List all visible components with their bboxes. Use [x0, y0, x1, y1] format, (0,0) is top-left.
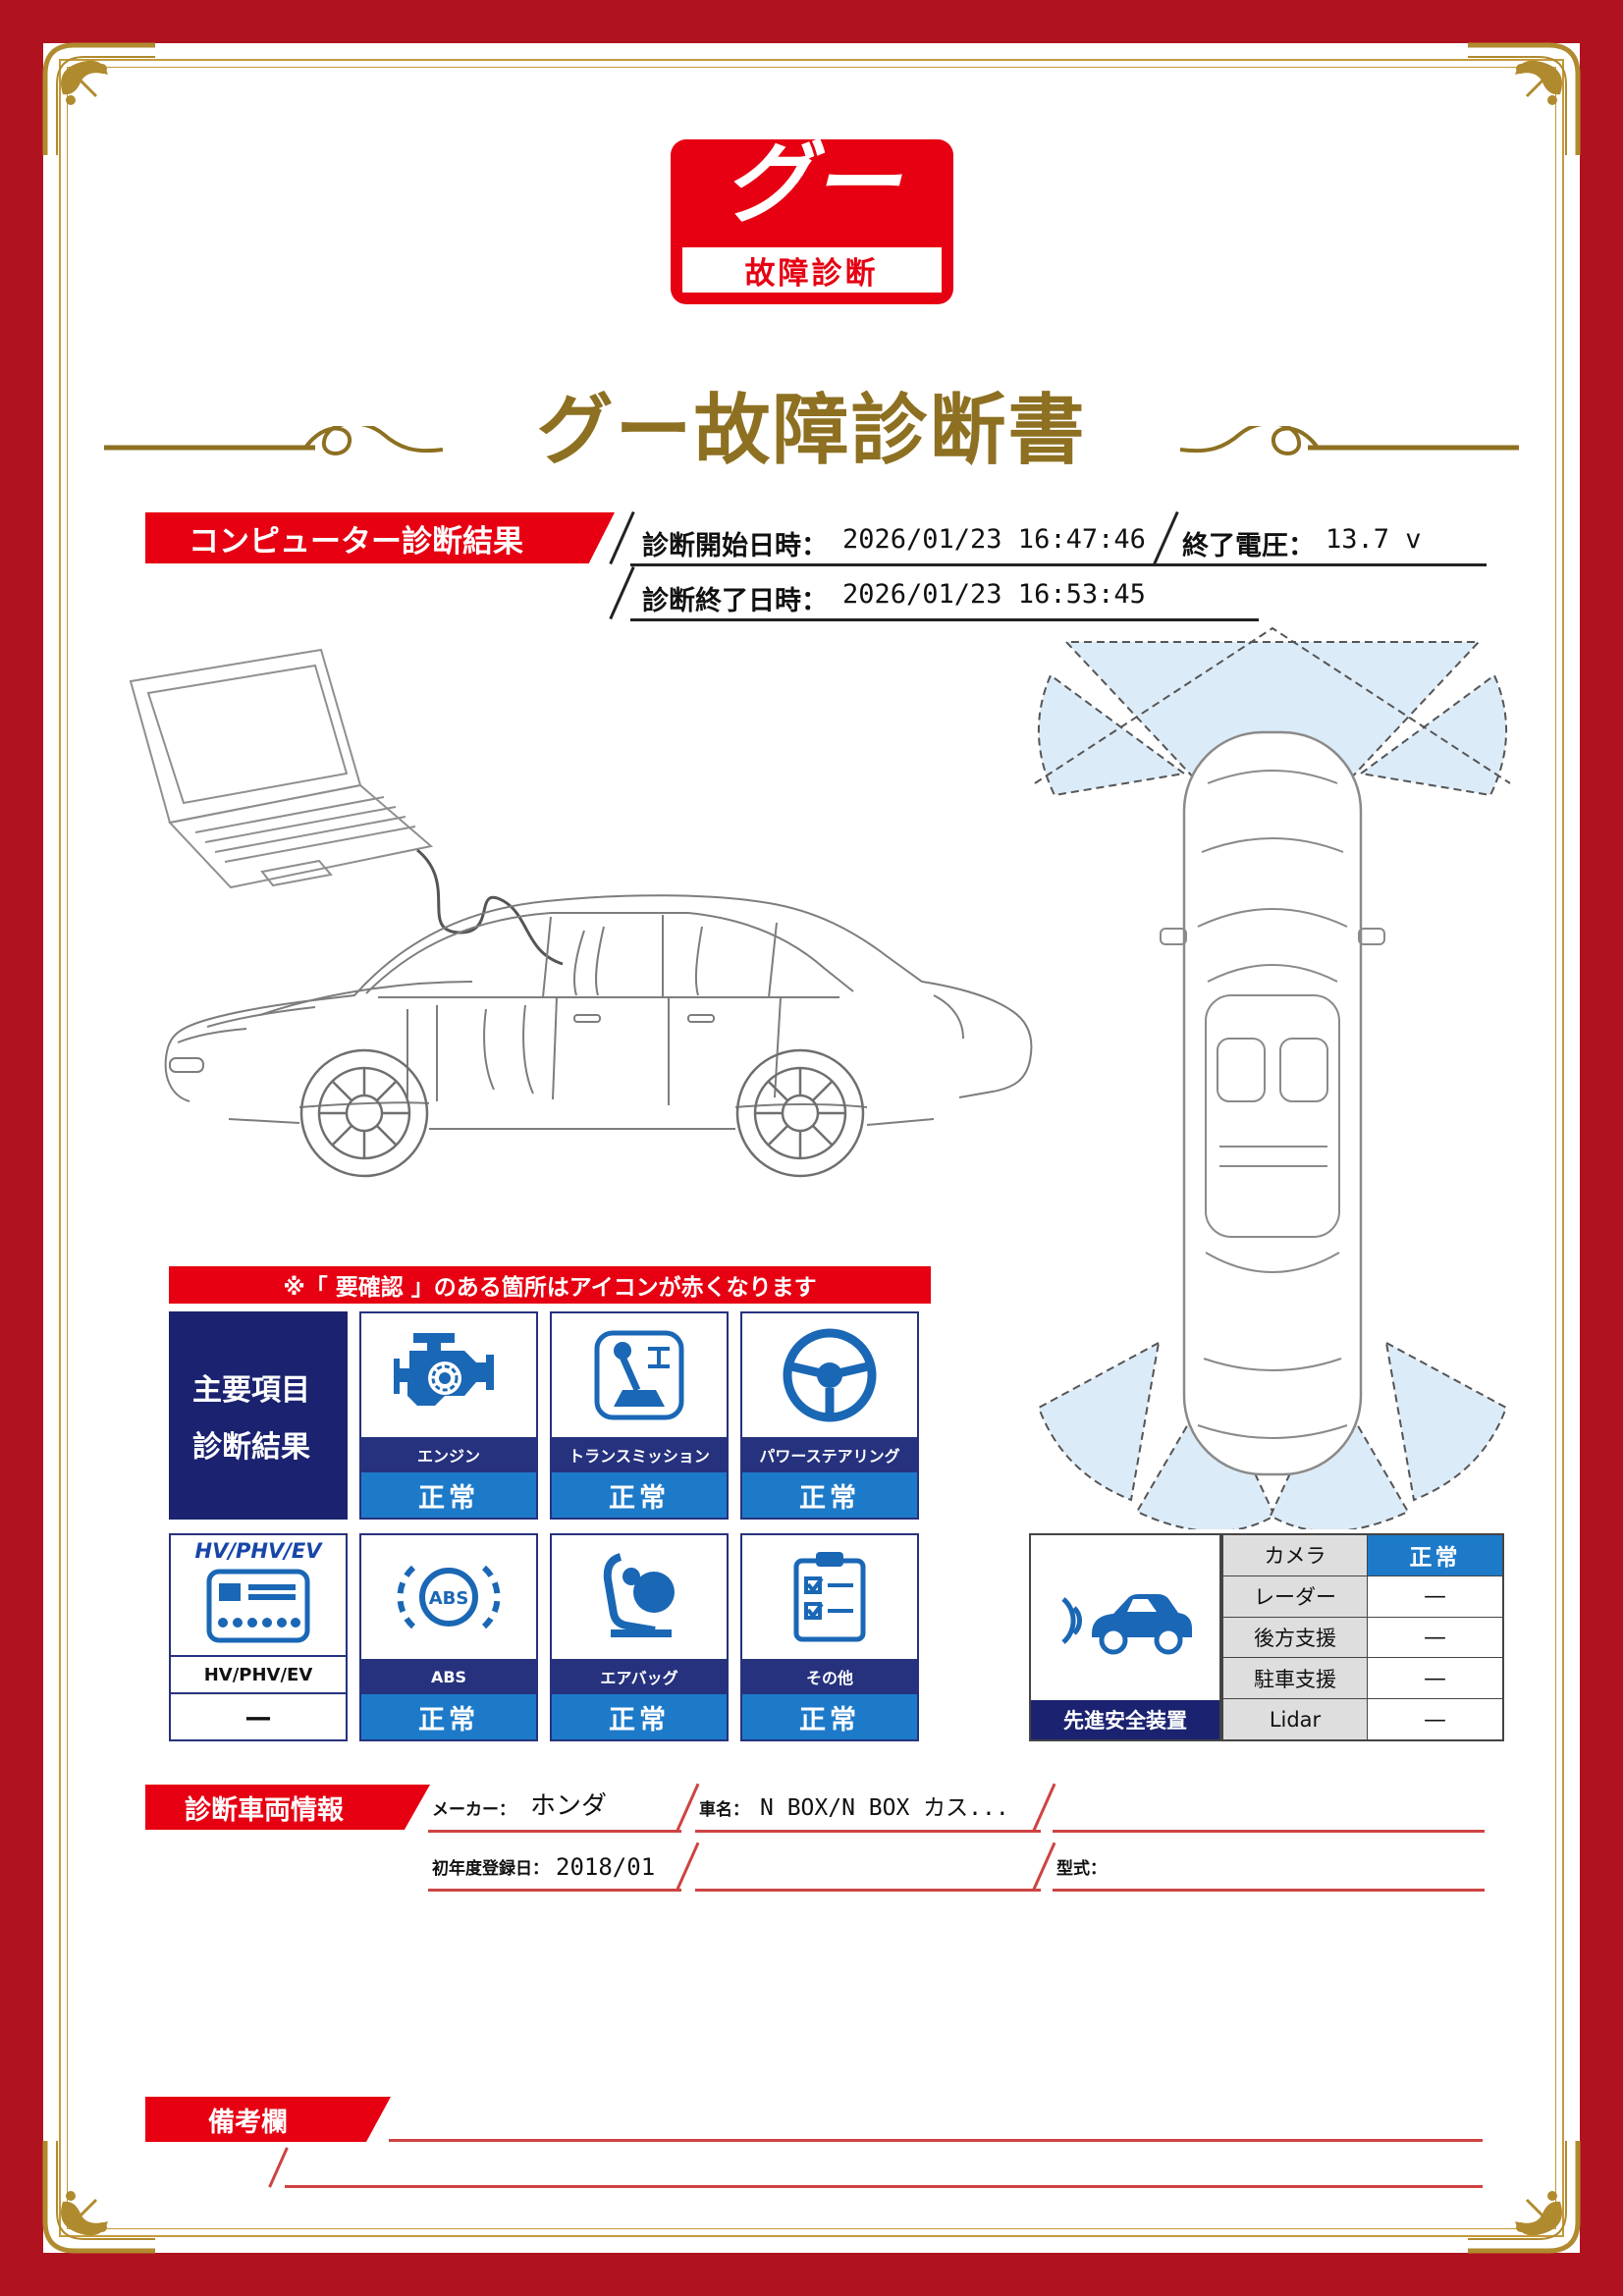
advanced-safety-table: カメラ 正常 レーダー — 後方支援 — 駐車支援 — Lidar — — [1221, 1533, 1504, 1741]
result-box-engine: エンジン 正常 — [359, 1311, 538, 1520]
car-top-view-illustration — [1011, 616, 1534, 1533]
result-status: 正常 — [361, 1694, 536, 1739]
result-box-transmission: トランスミッション 正常 — [550, 1311, 729, 1520]
car-name-label: 車名： — [699, 1800, 749, 1820]
end-voltage-label: 終了電圧： — [1182, 531, 1315, 561]
engine-icon — [361, 1313, 536, 1437]
result-box-other: その他 正常 — [740, 1533, 919, 1741]
computer-diagnosis-banner: コンピューター診断結果 — [145, 512, 615, 563]
car-side-illustration — [113, 636, 1036, 1258]
car-name-value: N BOX/N BOX カス... — [760, 1795, 1009, 1821]
safety-row-label: 駐車支援 — [1223, 1658, 1368, 1699]
hv-phv-ev-icon: HV/PHV/EV — [171, 1535, 346, 1655]
table-row: 後方支援 — — [1223, 1616, 1502, 1658]
gold-frame-outer — [59, 59, 1564, 2237]
safety-row-label: レーダー — [1223, 1575, 1368, 1617]
gold-frame-inner — [67, 67, 1556, 2229]
result-status: — — [171, 1692, 346, 1739]
diagnosis-start-label: 診断開始日時： — [642, 531, 828, 561]
safety-row-value: — — [1424, 1583, 1446, 1610]
airbag-icon — [552, 1535, 727, 1659]
first-registration-field: 初年度登録日： 2018/01 — [428, 1843, 681, 1892]
result-label: HV/PHV/EV — [171, 1655, 346, 1692]
title-flourish-icon — [1179, 421, 1519, 469]
page-title: グー故障診断書 — [536, 387, 1087, 475]
main-results-header: 主要項目 診断結果 — [169, 1311, 348, 1520]
safety-row-value: — — [1424, 1624, 1446, 1650]
result-status: 正常 — [552, 1694, 727, 1739]
advanced-safety-caption: 先進安全装置 — [1031, 1700, 1219, 1739]
first-registration-value: 2018/01 — [556, 1853, 656, 1881]
safety-row-value: 正常 — [1368, 1535, 1502, 1575]
abs-icon-text: ABS — [429, 1588, 469, 1609]
diagnosis-start-row: 診断開始日時： 2026/01/23 16:47:46 終了電圧： 13.7 v — [630, 512, 1487, 566]
result-box-airbag: エアバッグ 正常 — [550, 1533, 729, 1741]
remarks-banner: 備考欄 — [145, 2097, 391, 2142]
model-code-label: 型式： — [1056, 1859, 1107, 1879]
safety-row-value: — — [1424, 1706, 1446, 1733]
safety-row-label: カメラ — [1223, 1535, 1368, 1575]
end-voltage-value: 13.7 v — [1325, 524, 1422, 555]
safety-row-label: 後方支援 — [1223, 1617, 1368, 1658]
goo-logo-text: グー — [723, 133, 900, 236]
goo-logo: グー 故障診断 — [670, 133, 953, 304]
remarks-line — [285, 2185, 1483, 2188]
result-status: 正常 — [742, 1472, 917, 1518]
result-status: 正常 — [552, 1472, 727, 1518]
vehicle-maker-field: メーカー： ホンダ — [428, 1785, 681, 1833]
diagnosis-end-row: 診断終了日時： 2026/01/23 16:53:45 — [630, 567, 1259, 621]
maker-label: メーカー： — [432, 1800, 515, 1820]
result-status: 正常 — [361, 1472, 536, 1518]
result-box-hv-phv-ev: HV/PHV/EV HV/PHV/EV — — [169, 1533, 348, 1741]
table-row: 駐車支援 — — [1223, 1657, 1502, 1699]
table-row: レーダー — — [1223, 1575, 1502, 1617]
result-label: エアバッグ — [552, 1659, 727, 1694]
first-registration-label: 初年度登録日： — [432, 1859, 549, 1879]
vehicle-row2-empty-field — [695, 1843, 1041, 1892]
safety-row-label: Lidar — [1223, 1699, 1368, 1739]
result-label: ABS — [361, 1659, 536, 1694]
main-results-header-line2: 診断結果 — [192, 1430, 310, 1465]
corner-ornament-icon — [41, 41, 159, 159]
result-label: その他 — [742, 1659, 917, 1694]
goo-logo-subtitle: 故障診断 — [681, 247, 942, 293]
diagnosis-end-label: 診断終了日時： — [642, 586, 828, 616]
diagnosis-end-value: 2026/01/23 16:53:45 — [842, 579, 1146, 610]
title-flourish-icon — [104, 421, 444, 469]
result-box-abs: ABS ABS 正常 — [359, 1533, 538, 1741]
remarks-line — [389, 2139, 1483, 2142]
corner-ornament-icon — [41, 2137, 159, 2255]
model-code-field: 型式： — [1053, 1843, 1485, 1892]
result-status: 正常 — [742, 1694, 917, 1739]
corner-ornament-icon — [1464, 2137, 1582, 2255]
main-results-header-line1: 主要項目 — [192, 1373, 310, 1408]
advanced-safety-box: 先進安全装置 — [1029, 1533, 1221, 1741]
table-row: カメラ 正常 — [1223, 1535, 1502, 1575]
diagnosis-start-value: 2026/01/23 16:47:46 — [842, 524, 1146, 555]
result-box-power-steering: パワーステアリング 正常 — [740, 1311, 919, 1520]
result-label: トランスミッション — [552, 1437, 727, 1472]
vehicle-row1-extension — [1053, 1785, 1485, 1833]
vehicle-name-field: 車名： N BOX/N BOX カス... — [695, 1785, 1041, 1833]
checklist-icon — [742, 1535, 917, 1659]
table-row: Lidar — — [1223, 1698, 1502, 1739]
transmission-icon — [552, 1313, 727, 1437]
hv-top-label: HV/PHV/EV — [194, 1539, 322, 1563]
result-label: パワーステアリング — [742, 1437, 917, 1472]
safety-car-icon — [1031, 1535, 1219, 1700]
attention-notice: ※「 要確認 」のある箇所はアイコンが赤くなります — [169, 1266, 931, 1304]
corner-ornament-icon — [1464, 41, 1582, 159]
vehicle-info-banner: 診断車両情報 — [145, 1785, 430, 1830]
abs-icon: ABS — [361, 1535, 536, 1659]
maker-value: ホンダ — [530, 1791, 608, 1821]
safety-row-value: — — [1424, 1665, 1446, 1691]
result-label: エンジン — [361, 1437, 536, 1472]
steering-wheel-icon — [742, 1313, 917, 1437]
